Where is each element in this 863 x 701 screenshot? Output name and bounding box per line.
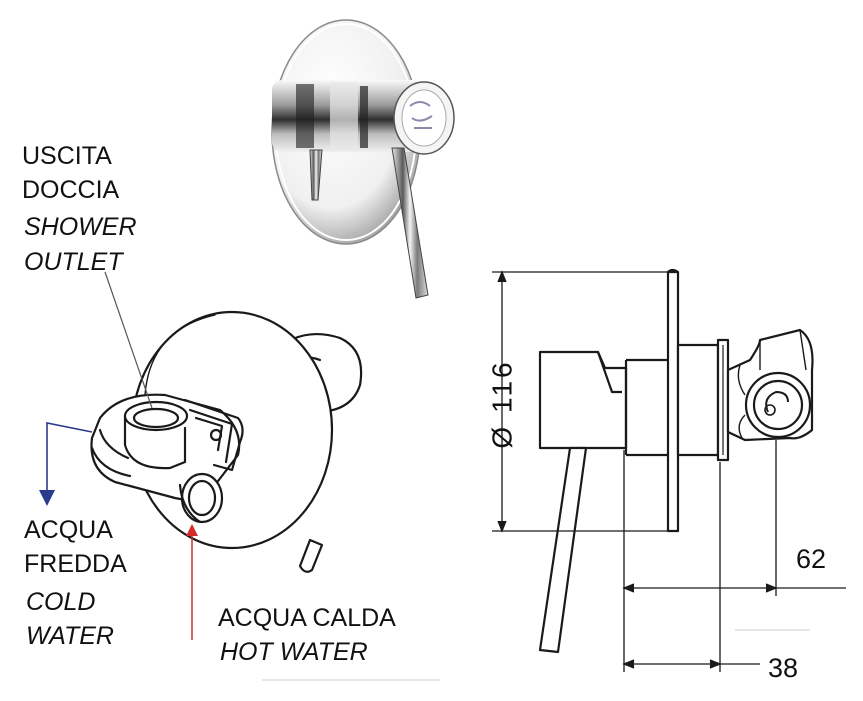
depth-total-label: 62: [796, 544, 827, 574]
depth-dimensions: [622, 440, 846, 672]
shower-outlet-label-en-1: SHOWER: [24, 213, 137, 241]
depth-body-label: 38: [768, 653, 799, 683]
shower-outlet-label-it-2: DOCCIA: [22, 176, 120, 204]
shower-outlet-leader: [104, 271, 153, 409]
diameter-label: Ø 116: [486, 359, 518, 449]
valve-body-drawing: [90, 310, 363, 573]
cold-water-arrow: [39, 422, 93, 506]
chrome-mixer-photo: [262, 10, 462, 310]
shower-outlet-label-en-2: OUTLET: [24, 248, 123, 276]
shower-outlet-label-it-1: USCITA: [22, 142, 112, 170]
diameter-dimension: [492, 270, 668, 533]
side-elevation-drawing: [538, 268, 814, 654]
cold-water-label-it-2: FREDDA: [24, 550, 127, 578]
hot-water-label-it: ACQUA CALDA: [218, 604, 396, 632]
hot-water-label-en: HOT WATER: [220, 638, 368, 666]
cold-water-label-en-1: COLD: [26, 588, 96, 616]
cold-water-label-en-2: WATER: [26, 622, 114, 650]
cold-water-label-it-1: ACQUA: [24, 516, 113, 544]
